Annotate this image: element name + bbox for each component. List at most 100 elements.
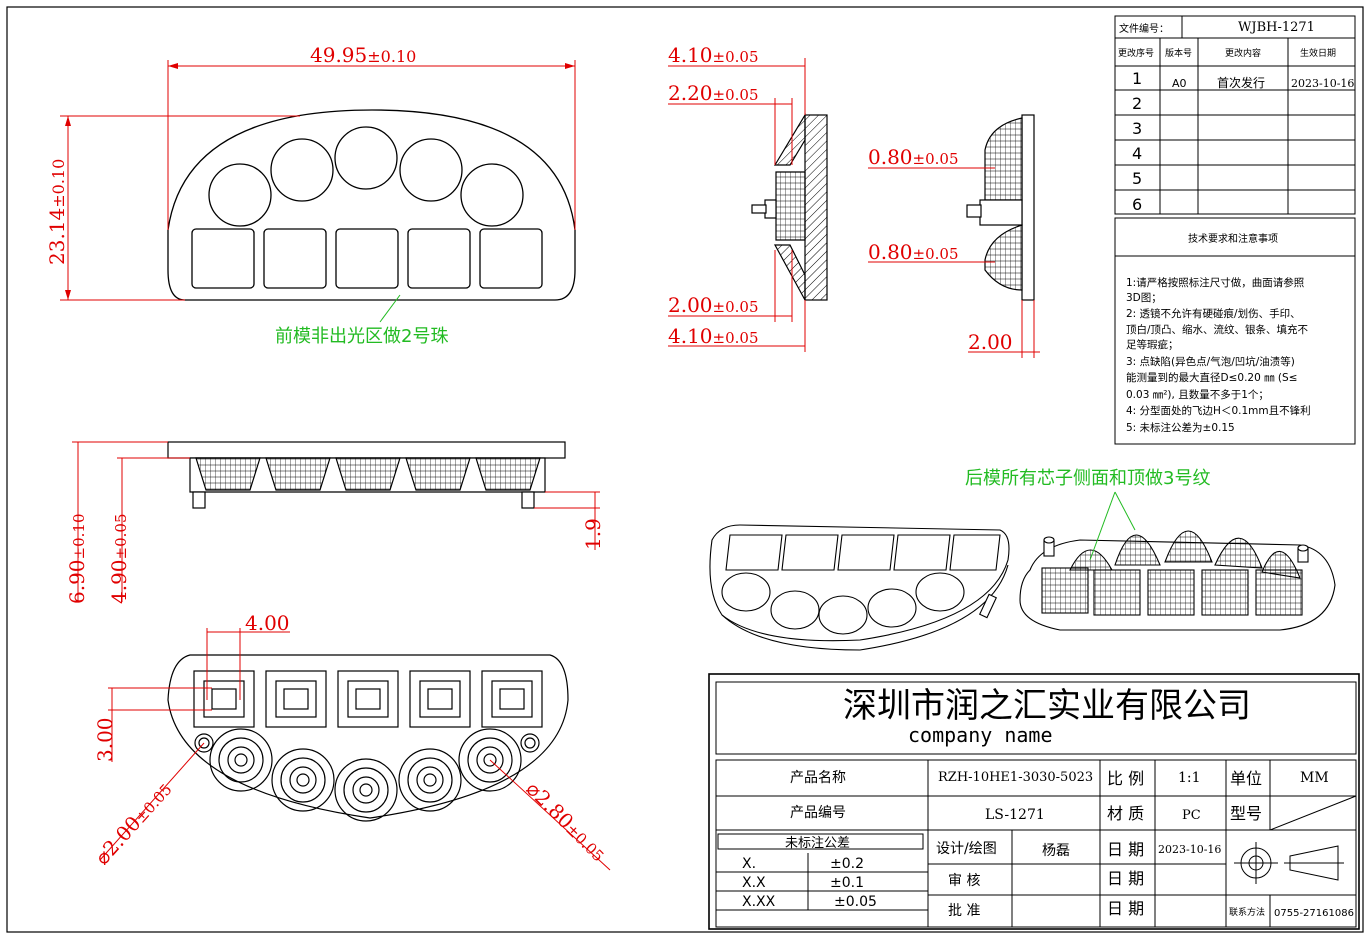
tol-key: X.XX [742, 894, 776, 910]
tol-value: ±0.1 [830, 875, 864, 891]
sheet-border [6, 6, 1364, 933]
bottom-lens-5 [458, 728, 522, 792]
rev-seq: 4 [1132, 144, 1142, 163]
title-block [708, 673, 1360, 930]
note-line: 3: 点缺陷(异色点/气泡/凹坑/油渍等) [1126, 355, 1295, 368]
note-line: 3D图； [1126, 292, 1162, 304]
note-line: 2: 透镜不允许有硬碰痕/划伤、手印、 [1126, 307, 1301, 320]
company-name-cn: 深圳市润之汇实业有限公司 [843, 686, 1251, 726]
rev-header-ver: 版本号 [1165, 47, 1192, 59]
top-square-1 [191, 228, 255, 289]
unit-label: 单位 [1230, 769, 1262, 788]
right-view-dims [868, 167, 1040, 358]
top-dim-arrows [65, 63, 575, 300]
rev-seq: 1 [1132, 69, 1142, 88]
date-label: 日 期 [1107, 869, 1144, 888]
dim-side-a: 4.10±0.05 [668, 43, 759, 67]
bottom-view-dims [99, 628, 611, 871]
bottom-lens-3 [334, 758, 398, 822]
file-no-label: 文件编号： [1119, 22, 1169, 35]
rev-seq: 3 [1132, 119, 1142, 138]
material-label: 材 质 [1107, 804, 1144, 823]
top-square-2 [263, 228, 327, 289]
rev-header-date: 生效日期 [1300, 47, 1336, 59]
revision-rows: 1 A0 首次发行 2023-10-16 2 3 4 5 6 [1132, 69, 1354, 214]
note-line: 足等瑕疵； [1126, 338, 1179, 351]
product-no: LS-1271 [985, 807, 1045, 823]
note-line: 1:请严格按照标注尺寸做，曲面请参照 [1126, 276, 1305, 289]
iso-view-rear [1019, 530, 1336, 631]
rev-seq: 6 [1132, 195, 1142, 214]
rev-ver: A0 [1172, 77, 1187, 90]
rear-mold-leaders [1089, 491, 1136, 561]
projection-symbol-icon [1234, 842, 1344, 884]
dim-height: 23.14±0.10 [45, 159, 69, 265]
company-name-en: company name [908, 723, 1053, 747]
rev-date: 2023-10-16 [1291, 77, 1354, 90]
top-lens-3 [334, 126, 398, 190]
dim-front-b: 4.90±0.05 [107, 514, 131, 605]
side-view-dims [668, 58, 806, 352]
tol-key: X. [742, 856, 756, 872]
rev-seq: 2 [1132, 94, 1142, 113]
front-mold-leader [379, 294, 401, 323]
top-lens-4 [399, 138, 463, 202]
notes-lines: 1:请严格按照标注尺寸做，曲面请参照 3D图； 2: 透镜不允许有硬碰痕/划伤、… [1126, 276, 1311, 434]
front-view [167, 441, 566, 509]
top-lens-1 [208, 163, 272, 227]
product-name: RZH-10HE1-3030-5023 [938, 770, 1093, 785]
contact: 0755-27161086 [1274, 908, 1354, 919]
designer: 杨磊 [1042, 843, 1070, 859]
date: 2023-10-16 [1158, 843, 1221, 856]
front-mold-note: 前模非出光区做2号珠 [275, 326, 448, 347]
right-side-view [966, 114, 1035, 301]
top-view-outline [167, 109, 576, 301]
bottom-square-1 [193, 670, 255, 728]
date-label: 日 期 [1107, 899, 1144, 918]
dim-right-b: 0.80±0.05 [868, 240, 959, 264]
top-view [167, 109, 576, 301]
tol-value: ±0.2 [830, 856, 864, 872]
bottom-lens-2 [271, 748, 335, 812]
product-name-label: 产品名称 [790, 770, 846, 786]
product-no-label: 产品编号 [790, 805, 846, 821]
dim-front-a: 6.90±0.10 [65, 514, 89, 605]
contact-label: 联系方法 [1229, 906, 1265, 918]
notes-title: 技术要求和注意事项 [1188, 232, 1278, 245]
note-line: 5: 未标注公差为±0.15 [1126, 421, 1235, 434]
note-line: 4: 分型面处的飞边H＜0.1mm且不锋利 [1126, 404, 1311, 417]
side-section-view [751, 112, 828, 301]
review-label: 审 核 [948, 873, 980, 889]
dim-front-c: 1.9 [581, 518, 605, 550]
note-line: 顶白/顶凸、缩水、流纹、银条、填充不 [1126, 323, 1309, 336]
dim-width: 49.95±0.10 [310, 43, 416, 67]
bottom-view [167, 654, 569, 822]
top-lens-2 [270, 138, 334, 202]
unit: MM [1300, 770, 1329, 786]
bottom-square-5 [481, 670, 543, 728]
dim-right-a: 0.80±0.05 [868, 145, 959, 169]
tol-value: ±0.05 [834, 894, 877, 910]
notes-box [1114, 217, 1356, 445]
revision-table [1114, 15, 1356, 215]
dim-right-c: 2.00 [968, 330, 1013, 354]
date-label: 日 期 [1107, 840, 1144, 859]
tolerance-title: 未标注公差 [785, 836, 850, 851]
top-square-5 [479, 228, 543, 289]
top-lens-5 [460, 163, 524, 227]
front-view-dims [72, 441, 600, 602]
note-line: 能测量到的最大直径D≤0.20 ㎜ (S≤ [1126, 371, 1298, 384]
rev-header-seq: 更改序号 [1118, 47, 1154, 59]
rev-seq: 5 [1132, 169, 1142, 188]
dim-dia-b: ⌀2.80±0.05 [521, 777, 610, 866]
bottom-square-4 [409, 670, 471, 728]
tol-key: X.X [742, 875, 766, 891]
bottom-square-2 [265, 670, 327, 728]
scale-label: 比 例 [1107, 769, 1144, 788]
bottom-square-3 [337, 670, 399, 728]
dim-bottom-b: 3.00 [93, 717, 117, 762]
scale: 1:1 [1178, 770, 1201, 786]
dim-side-b: 2.20±0.05 [668, 81, 759, 105]
top-square-4 [407, 228, 471, 289]
